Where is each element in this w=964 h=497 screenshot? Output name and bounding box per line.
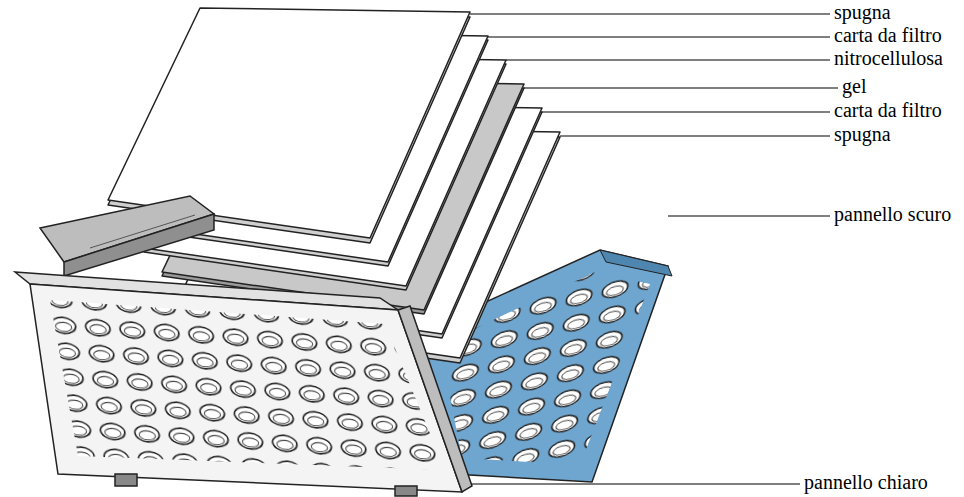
part-label: carta da filtro (834, 24, 942, 46)
part-label: spugna (834, 123, 891, 145)
part-label: pannello chiaro (804, 471, 928, 493)
part-label: nitrocellulosa (834, 47, 943, 69)
part-label: spugna (834, 1, 891, 23)
leader-lines (470, 14, 838, 484)
part-label: carta da filtro (834, 99, 942, 121)
part-label: pannello scuro (834, 203, 951, 225)
light-panel (15, 272, 472, 496)
hinge-bar (40, 196, 214, 276)
part-label: gel (842, 75, 866, 97)
